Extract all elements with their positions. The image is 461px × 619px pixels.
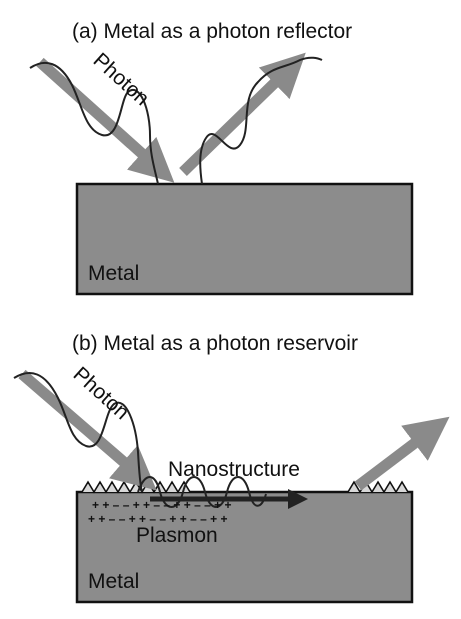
incident-wave-a bbox=[29, 61, 159, 185]
reflected-wave-a bbox=[199, 56, 323, 185]
panel-b: (b) Metal as a photon reservoir Metal Ph… bbox=[13, 332, 450, 604]
incident-wave-b bbox=[13, 372, 143, 493]
nanostructure-right bbox=[347, 480, 409, 494]
panel-a-title: (a) Metal as a photon reflector bbox=[72, 20, 352, 43]
panel-b-title: (b) Metal as a photon reservoir bbox=[72, 332, 358, 355]
nanostructure-label: Nanostructure bbox=[168, 458, 300, 481]
incident-photon-arrow-a bbox=[36, 57, 175, 183]
nanostructure-left bbox=[81, 480, 191, 494]
emitted-photon-arrow-b bbox=[354, 416, 450, 491]
metal-block-b bbox=[75, 490, 414, 604]
incident-photon-arrow-b bbox=[18, 369, 157, 491]
charge-row-bottom: + + – – + + – – + + – – + + bbox=[88, 512, 227, 526]
reflected-photon-arrow-a bbox=[179, 52, 306, 176]
metal-block-a bbox=[75, 182, 414, 296]
metal-label-a: Metal bbox=[88, 262, 139, 285]
panel-a: (a) Metal as a photon reflector Metal Ph… bbox=[29, 20, 414, 296]
charge-row-top: + + – – + + – – + + – – + + bbox=[92, 498, 231, 512]
plasmon-label: Plasmon bbox=[136, 524, 218, 547]
photon-label-b: Photon bbox=[69, 363, 134, 425]
photon-label-a: Photon bbox=[89, 49, 154, 111]
metal-label-b: Metal bbox=[88, 570, 139, 593]
plasmon-wave bbox=[137, 476, 267, 508]
